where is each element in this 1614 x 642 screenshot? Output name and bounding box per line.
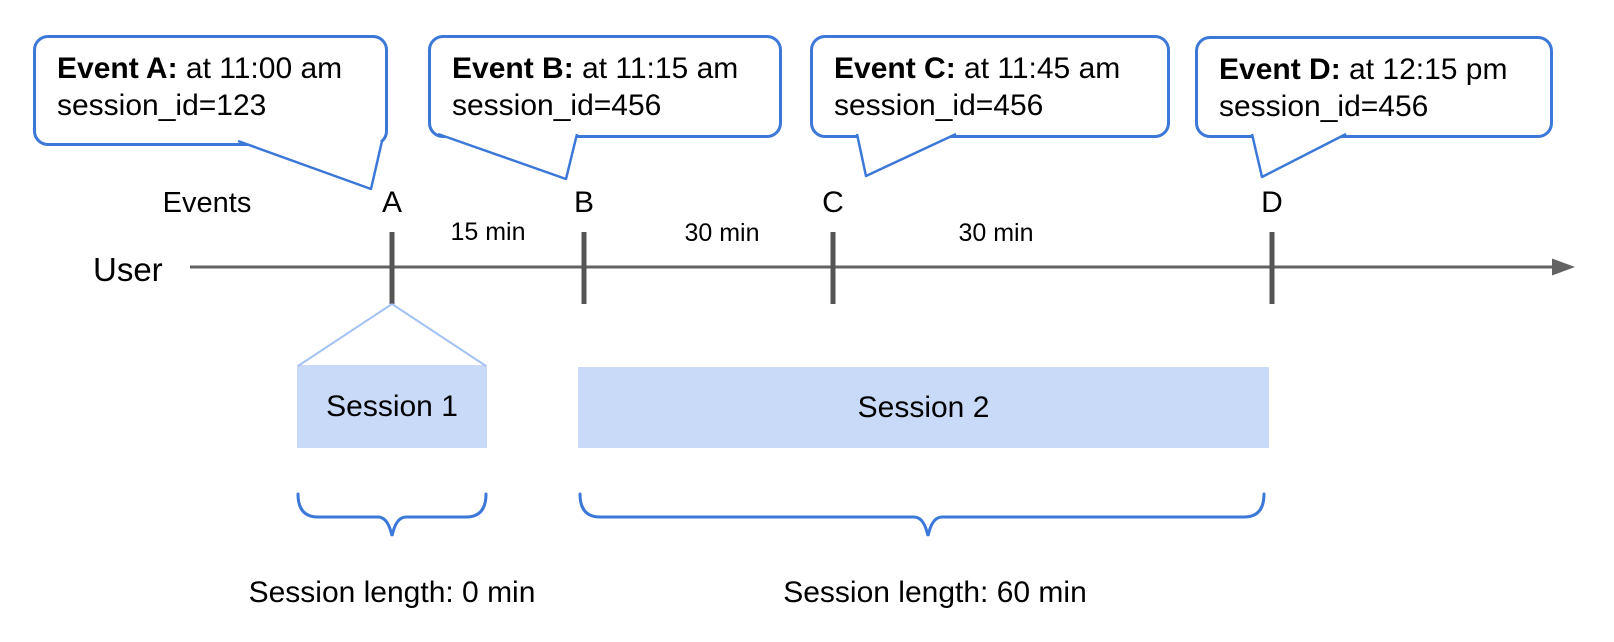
event-marker-d: D: [1261, 186, 1283, 219]
session-bar-label: Session 2: [857, 390, 990, 424]
callout-detail: at 11:00 am: [185, 52, 343, 85]
user-axis-label: User: [93, 251, 163, 288]
interval-label-cd: 30 min: [958, 219, 1034, 247]
session-bar-2: Session 2: [578, 367, 1269, 448]
session-funnel-lines: [297, 303, 487, 367]
callout-event-b: Event B: at 11:15 am session_id=456: [428, 35, 782, 138]
callout-detail: at 11:15 am: [582, 52, 739, 85]
callout-session-line: session_id=456: [1219, 90, 1429, 123]
callout-tail-d: [1250, 132, 1347, 179]
session-length-label-1: Session length: 0 min: [248, 576, 536, 609]
callout-session-line: session_id=456: [452, 89, 662, 122]
event-marker-c: C: [822, 186, 844, 219]
timeline-arrowhead-icon: [1552, 258, 1575, 276]
callout-title: Event D:: [1219, 53, 1341, 86]
events-row-label: Events: [162, 187, 252, 219]
session-brace-2: [578, 492, 1266, 537]
callout-tail-a: [237, 139, 384, 191]
callout-title: Event B:: [452, 52, 574, 85]
session-bar-label: Session 1: [326, 389, 458, 423]
callout-tail-b: [437, 132, 579, 181]
session-length-label-2: Session length: 60 min: [783, 576, 1087, 609]
callout-detail: at 12:15 pm: [1349, 53, 1508, 86]
callout-event-d: Event D: at 12:15 pm session_id=456: [1195, 36, 1553, 138]
callout-title: Event A:: [57, 52, 178, 85]
callout-detail: at 11:45 am: [964, 52, 1121, 85]
event-marker-b: B: [573, 186, 595, 219]
callout-title: Event C:: [834, 52, 956, 85]
interval-label-bc: 30 min: [684, 219, 760, 247]
callout-tail-c: [855, 132, 957, 178]
session-brace-1: [296, 492, 488, 537]
interval-label-ab: 15 min: [450, 218, 526, 246]
callout-event-a: Event A: at 11:00 am session_id=123: [33, 35, 388, 146]
callout-event-c: Event C: at 11:45 am session_id=456: [810, 35, 1170, 138]
event-marker-a: A: [381, 186, 403, 219]
callout-session-line: session_id=123: [57, 89, 267, 122]
callout-session-line: session_id=456: [834, 89, 1044, 122]
session-bar-1: Session 1: [297, 365, 487, 448]
